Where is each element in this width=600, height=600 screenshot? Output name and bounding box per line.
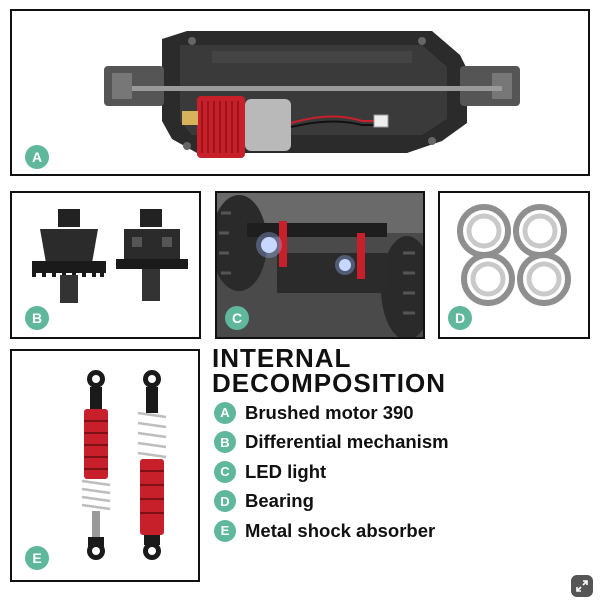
- panel-a-chassis: A: [10, 9, 590, 176]
- legend-item: E Metal shock absorber: [214, 516, 449, 546]
- heading-line-2: DECOMPOSITION: [212, 368, 447, 398]
- badge-a: A: [25, 145, 49, 169]
- legend-badge: A: [214, 401, 236, 424]
- panel-c-led: C: [215, 191, 425, 339]
- legend-label: Differential mechanism: [245, 431, 449, 453]
- legend-label: Brushed motor 390: [245, 401, 414, 423]
- badge-c: C: [225, 306, 249, 330]
- badge-e: E: [25, 546, 49, 570]
- legend-label: Metal shock absorber: [245, 519, 436, 541]
- badge-b: B: [25, 306, 49, 330]
- legend-badge: B: [214, 431, 236, 454]
- legend-item: D Bearing: [214, 487, 449, 517]
- legend-item: A Brushed motor 390: [214, 398, 449, 428]
- legend-badge: D: [214, 490, 236, 513]
- legend-label: LED light: [245, 460, 327, 482]
- differential-image: [32, 209, 188, 303]
- chassis-image: [104, 31, 520, 158]
- legend-item: C LED light: [214, 457, 449, 487]
- heading-line-1: INTERNAL: [212, 343, 352, 373]
- page-heading: INTERNAL DECOMPOSITION: [212, 343, 447, 398]
- expand-icon: [576, 580, 588, 592]
- panel-e-shock: E: [10, 349, 200, 582]
- led-light-image: [217, 193, 423, 337]
- expand-button[interactable]: [571, 575, 593, 597]
- panel-b-differential: B: [10, 191, 201, 339]
- shock-absorber-image: [81, 370, 167, 560]
- badge-d: D: [448, 306, 472, 330]
- legend-badge: E: [214, 519, 236, 542]
- legend-badge: C: [214, 460, 236, 483]
- legend-item: B Differential mechanism: [214, 428, 449, 458]
- legend-list: A Brushed motor 390 B Differential mecha…: [214, 398, 449, 546]
- bearing-image: [457, 204, 571, 306]
- panel-d-bearing: D: [438, 191, 590, 339]
- legend-label: Bearing: [245, 490, 314, 512]
